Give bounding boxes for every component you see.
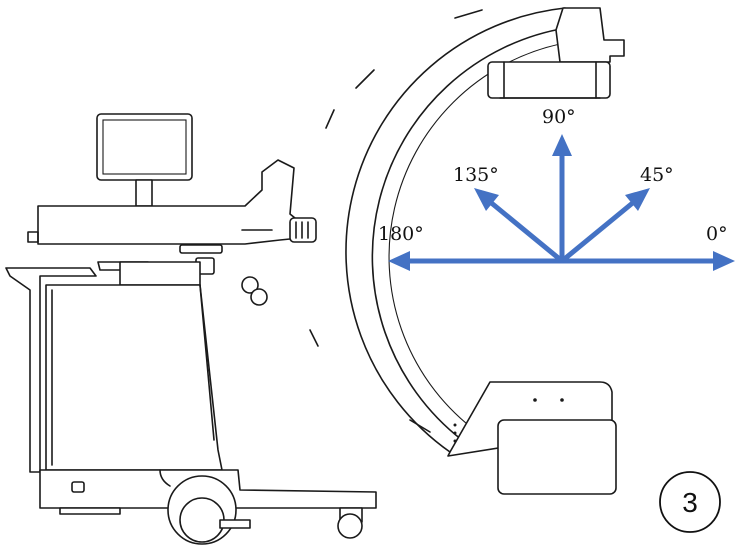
- mobile-cart: [5, 113, 377, 545]
- step-number: 3: [682, 487, 698, 518]
- arrow-135-degrees: [487, 199, 564, 263]
- arrowhead-45-degrees: [625, 188, 650, 211]
- monitor: [96, 113, 193, 181]
- label-90-degrees: 90°: [542, 106, 576, 128]
- arrowhead-180-degrees: [388, 251, 410, 271]
- step-badge: 3: [659, 471, 721, 533]
- x-ray-source: [447, 381, 617, 495]
- label-180-degrees: 180°: [378, 223, 424, 245]
- label-135-degrees: 135°: [453, 164, 499, 186]
- image-detector: [487, 7, 625, 99]
- arrowhead-0-degrees: [713, 251, 735, 271]
- label-45-degrees: 45°: [640, 164, 674, 186]
- label-0-degrees: 0°: [706, 223, 728, 245]
- rotation-angle-arrows: [388, 134, 735, 271]
- rear-wheel: [337, 507, 363, 539]
- arrowhead-90-degrees: [552, 134, 572, 156]
- front-wheel: [167, 475, 237, 545]
- arrowhead-135-degrees: [474, 188, 499, 211]
- step-badge-circle: [659, 471, 721, 533]
- arrow-45-degrees: [560, 199, 637, 263]
